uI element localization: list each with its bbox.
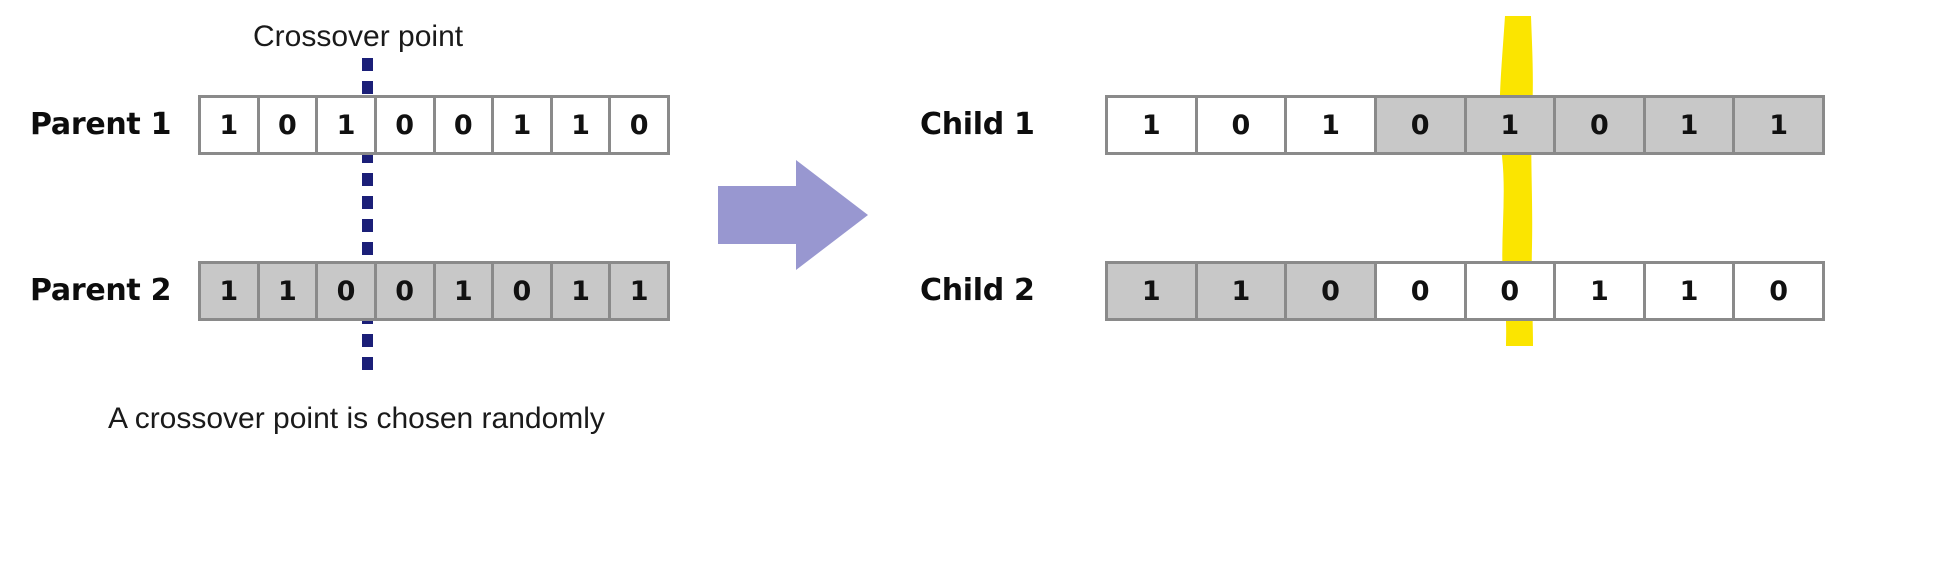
child-2-cell-value: 0 [1500,275,1520,307]
parent-2-cell-value: 0 [512,275,532,307]
parent-2-cell-0: 1 [201,264,260,321]
parent-1-label: Parent 1 [30,107,172,142]
parent-1-cell-value: 0 [395,109,415,141]
child-1-cell-value: 0 [1590,109,1609,141]
crossover-dash-segment [362,58,373,71]
parent-2-cell-5: 0 [494,264,553,321]
child-1-cell-5: 0 [1556,98,1646,155]
parent-1-cell-4: 0 [435,98,495,155]
parent-1-cell-0: 1 [201,98,260,155]
child-1-cell-value: 1 [1500,109,1520,141]
crossover-dash-segment [362,334,373,347]
child-1-label: Child 1 [920,107,1035,142]
parent-2-cell-4: 1 [435,264,495,321]
child-2-cell-value: 0 [1410,275,1430,307]
child-2-cell-value: 1 [1141,275,1161,307]
parent-1-cell-3: 0 [376,98,436,155]
child-1-cell-value: 0 [1410,109,1430,141]
parent-2-cell-value: 0 [336,275,356,307]
crossover-dash-segment [362,242,373,255]
child-1-cell-value: 1 [1679,109,1699,141]
parent-2-cell-value: 1 [629,275,649,307]
child-1-cell-4: 1 [1466,98,1557,155]
parent-1-cell-7: 0 [611,98,670,155]
parent-2-label: Parent 2 [30,273,172,308]
child-2-cell-7: 0 [1735,264,1825,321]
parent-2-cell-value: 1 [571,275,590,307]
parent-2-cell-value: 1 [278,275,297,307]
child-2-cell-3: 0 [1376,264,1467,321]
child-2-cell-0: 1 [1108,264,1198,321]
crossover-dash-segment [362,81,373,94]
child-1-cell-7: 1 [1735,98,1825,155]
parent-1-cell-value: 0 [453,109,473,141]
child-1-cell-value: 1 [1141,109,1161,141]
parent-2-strip: 1 1 0 0 1 0 1 1 [198,261,670,321]
parent-2-cell-value: 1 [453,275,473,307]
child-1-cell-6: 1 [1645,98,1736,155]
child-2-cell-4: 0 [1466,264,1557,321]
crossover-dash-segment [362,150,373,163]
child-1-strip: 1 0 1 0 1 0 1 1 [1105,95,1825,155]
parent-1-strip: 1 0 1 0 0 1 1 0 [198,95,670,155]
parent-1-cell-value: 0 [629,109,649,141]
parent-1-cell-2: 1 [318,98,377,155]
child-2-cell-value: 1 [1231,275,1251,307]
parent-1-cell-5: 1 [494,98,553,155]
parent-2-cell-value: 0 [395,275,415,307]
parent-2-cell-2: 0 [318,264,377,321]
child-2-cell-1: 1 [1197,264,1288,321]
crossover-dash-segment [362,173,373,186]
child-2-cell-5: 1 [1556,264,1646,321]
child-2-strip: 1 1 0 0 0 1 1 0 [1105,261,1825,321]
parent-2-cell-3: 0 [376,264,436,321]
crossover-point-label: Crossover point [253,20,464,53]
parent-2-cell-1: 1 [259,264,319,321]
child-2-cell-value: 0 [1321,275,1340,307]
crossover-dash-segment [362,357,373,370]
parent-2-cell-6: 1 [552,264,612,321]
parent-1-cell-value: 1 [219,109,239,141]
child-1-cell-0: 1 [1108,98,1198,155]
right-arrow-icon [718,160,868,270]
crossover-dash-segment [362,196,373,209]
child-1-cell-3: 0 [1376,98,1467,155]
parent-1-cell-value: 1 [512,109,532,141]
child-2-cell-6: 1 [1645,264,1736,321]
child-1-cell-value: 0 [1231,109,1251,141]
parent-1-cell-1: 0 [259,98,319,155]
child-1-cell-2: 1 [1287,98,1377,155]
parent-2-cell-7: 1 [611,264,670,321]
bottom-caption: A crossover point is chosen randomly [108,402,605,435]
parent-1-cell-value: 0 [278,109,297,141]
child-2-cell-value: 1 [1590,275,1609,307]
child-1-cell-1: 0 [1197,98,1288,155]
child-2-label: Child 2 [920,273,1035,308]
child-2-cell-value: 1 [1679,275,1699,307]
parent-1-cell-6: 1 [552,98,612,155]
parent-1-cell-value: 1 [571,109,590,141]
child-1-cell-value: 1 [1769,109,1789,141]
crossover-dash-segment [362,219,373,232]
child-2-cell-2: 0 [1287,264,1377,321]
parent-1-cell-value: 1 [336,109,356,141]
parent-2-cell-value: 1 [219,275,239,307]
child-2-cell-value: 0 [1769,275,1789,307]
child-1-cell-value: 1 [1321,109,1340,141]
